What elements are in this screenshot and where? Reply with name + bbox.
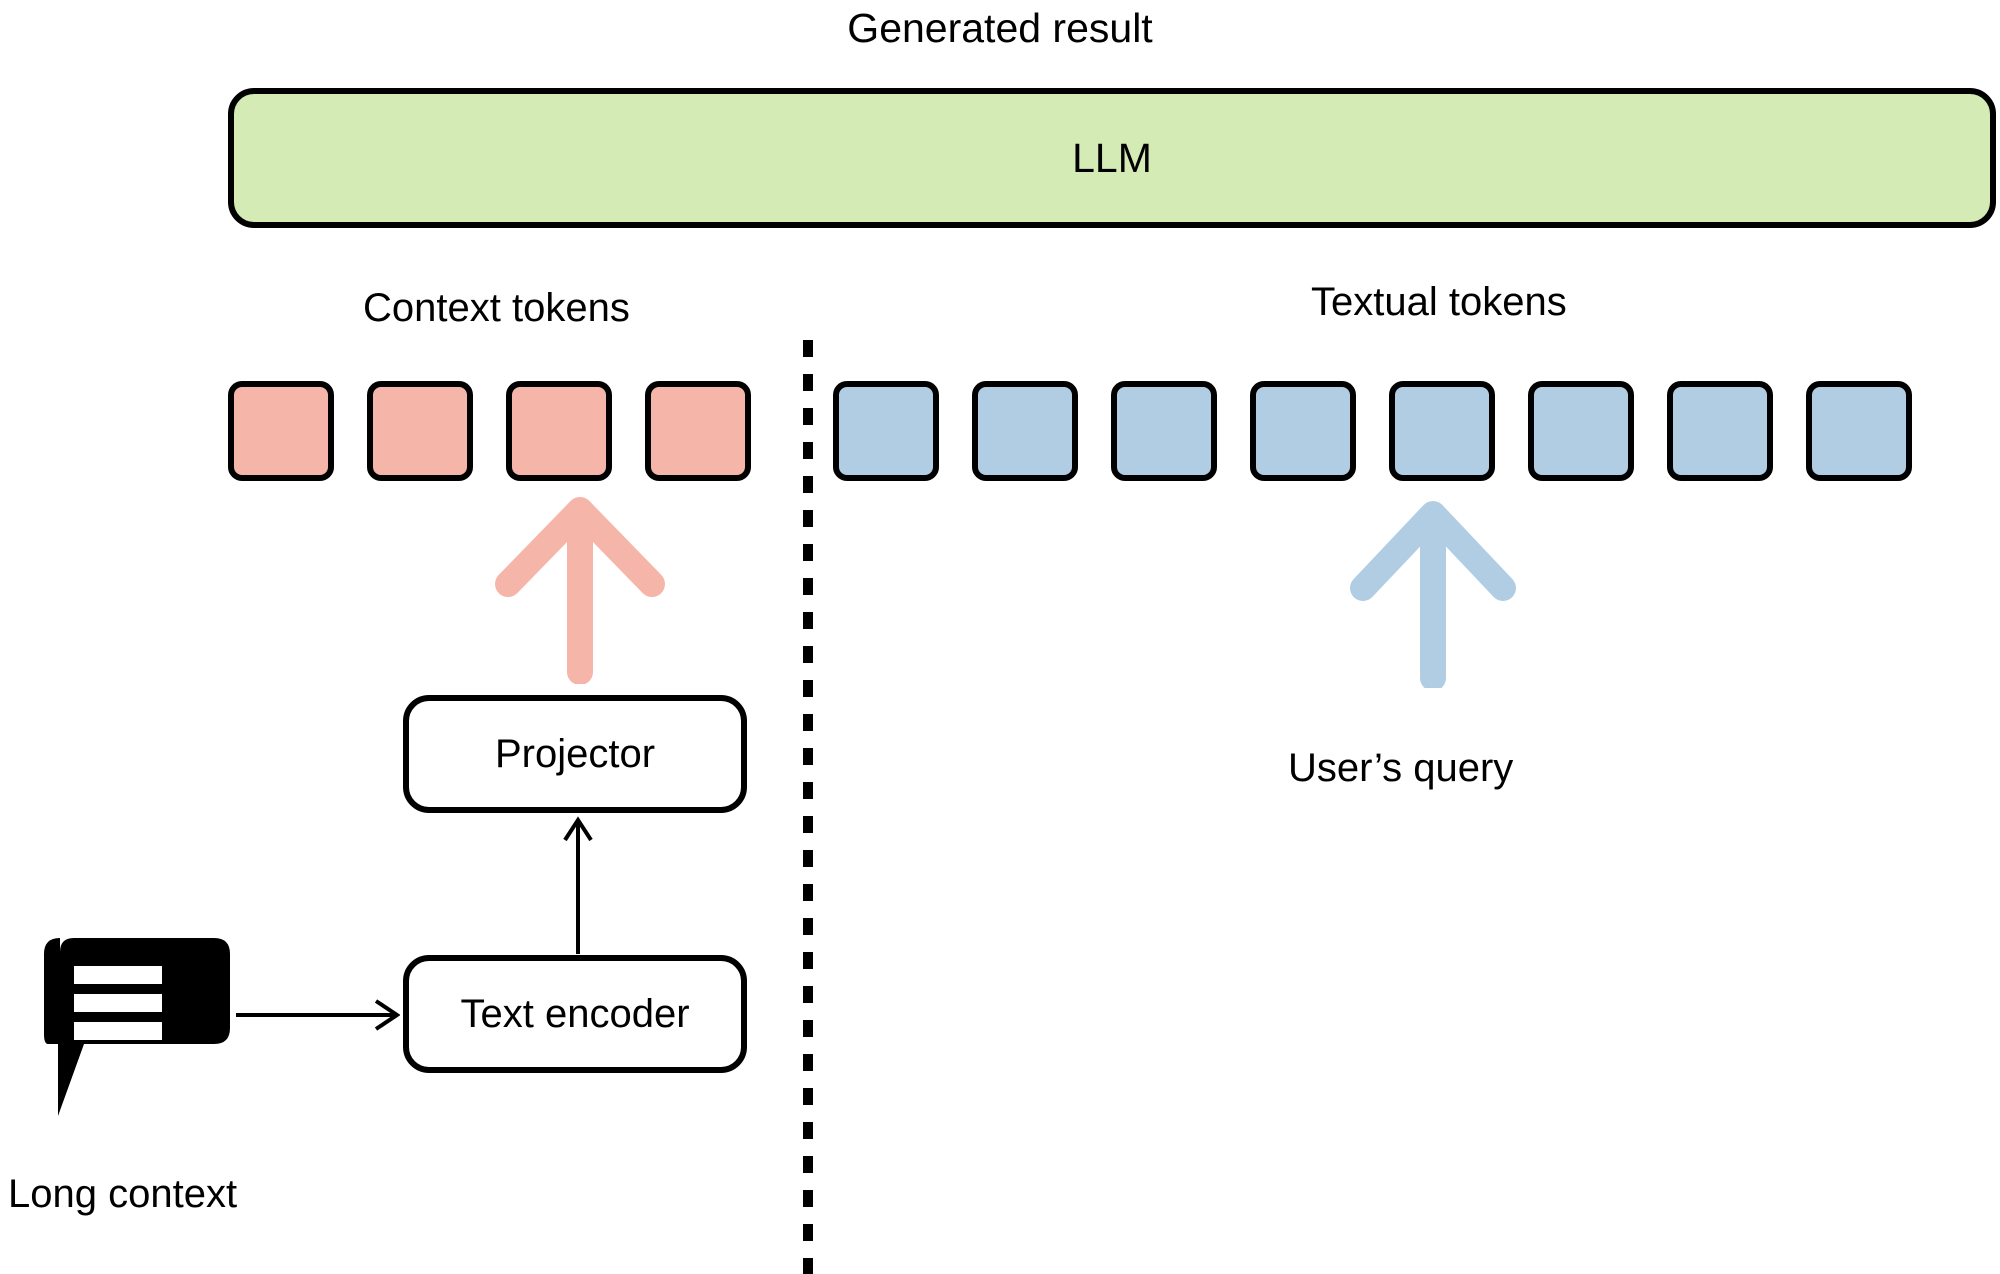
context-token [228, 381, 334, 481]
modality-divider [803, 340, 813, 1274]
textual-token [833, 381, 939, 481]
long-context-to-encoder-arrow-icon [236, 999, 400, 1031]
speech-bubble-icon [44, 938, 230, 1116]
text-encoder-box: Text encoder [403, 955, 747, 1073]
user-query-label: User’s query [1288, 746, 1514, 790]
context-tokens-label: Context tokens [363, 286, 630, 330]
projector-label: Projector [494, 731, 656, 776]
textual-token-row [833, 381, 1945, 481]
context-token-row [228, 381, 784, 481]
textual-tokens-label: Textual tokens [1311, 280, 1567, 324]
projector-box: Projector [403, 695, 747, 813]
textual-token [1250, 381, 1356, 481]
textual-token [1528, 381, 1634, 481]
text-encoder-label: Text encoder [460, 991, 690, 1036]
page-title: Generated result [847, 5, 1153, 51]
long-context-label: Long context [8, 1172, 238, 1216]
textual-token [1389, 381, 1495, 481]
context-token [645, 381, 751, 481]
textual-token [1806, 381, 1912, 481]
context-token [367, 381, 473, 481]
encoder-to-projector-arrow-icon [563, 816, 593, 954]
textual-token [1111, 381, 1217, 481]
textual-token [972, 381, 1078, 481]
llm-block: LLM [228, 88, 1996, 228]
context-token [506, 381, 612, 481]
llm-label: LLM [1072, 134, 1152, 181]
textual-token [1667, 381, 1773, 481]
query-up-arrow-icon [1350, 501, 1516, 688]
context-up-arrow-icon [495, 497, 665, 684]
